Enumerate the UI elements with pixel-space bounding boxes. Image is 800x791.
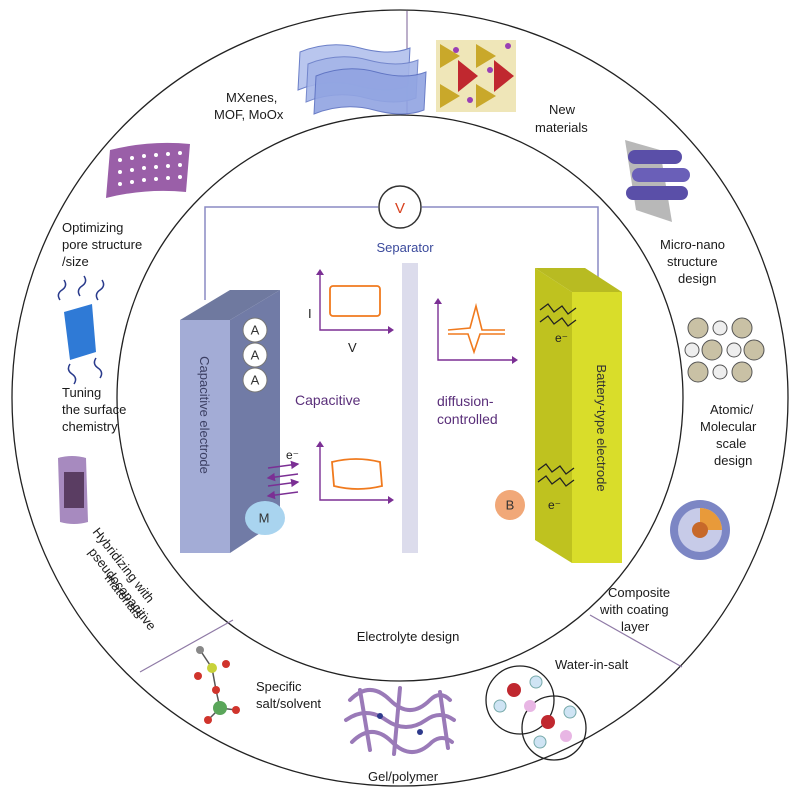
svg-text:B: B	[506, 497, 515, 512]
ion-a-1: A	[242, 317, 268, 343]
mechanism-diffusion-2: controlled	[437, 411, 498, 427]
new-materials-label-1: New	[549, 102, 576, 117]
divider-right-bottom	[589, 614, 683, 668]
salt-label-2: salt/solvent	[256, 696, 321, 711]
outer-ring	[11, 9, 789, 787]
ion-b: B	[495, 490, 525, 520]
separator	[402, 263, 418, 553]
water-in-salt-icon	[485, 665, 587, 761]
micro-nano-label-2: structure	[667, 254, 718, 269]
nanotube-icon	[625, 140, 690, 222]
electron-label-right-bottom: e⁻	[548, 498, 561, 512]
atomic-label-3: scale	[716, 436, 746, 451]
hybrid-sheet-icon	[58, 456, 88, 524]
surface-label-1: Tuning	[62, 385, 101, 400]
battery-electrode: Battery-type electrode	[535, 268, 622, 563]
mxenes-label-2: MOF, MoOx	[214, 107, 284, 122]
atomic-label-4: design	[714, 453, 752, 468]
svg-text:M: M	[259, 510, 270, 525]
new-materials-label-2: materials	[535, 120, 588, 135]
circuit-wire	[204, 206, 378, 300]
core-shell-sphere-icon	[670, 500, 730, 560]
porous-sheet-icon	[106, 142, 190, 198]
electron-label-left: e⁻	[286, 448, 299, 462]
pore-label-3: /size	[62, 254, 89, 269]
electron-zigzag-top	[539, 303, 577, 327]
svg-text:V: V	[395, 200, 405, 217]
electrolyte-design-label: Electrolyte design	[357, 629, 460, 644]
composite-label-3: layer	[621, 619, 650, 634]
electron-zigzag-bottom	[537, 463, 575, 487]
electron-label-right-top: e⁻	[555, 331, 568, 345]
cv-plot-capacitive-bottom	[316, 441, 394, 504]
composite-label-1: Composite	[608, 585, 670, 600]
svg-text:A: A	[251, 322, 260, 337]
mechanism-capacitive: Capacitive	[295, 392, 361, 408]
micro-nano-label-1: Micro-nano	[660, 237, 725, 252]
ion-a-2: A	[242, 342, 268, 368]
atomic-label-2: Molecular	[700, 419, 757, 434]
water-in-salt-label: Water-in-salt	[555, 657, 629, 672]
divider-left-bottom	[139, 619, 234, 673]
composite-label-2: with coating	[599, 602, 669, 617]
atomic-label-1: Atomic/	[710, 402, 754, 417]
pore-label-2: pore structure	[62, 237, 142, 252]
cv-plot-capacitive-top	[316, 269, 394, 334]
ion-m: M	[245, 501, 285, 535]
mxene-sheets-icon	[297, 44, 427, 115]
surface-label-2: the surface	[62, 402, 126, 417]
inner-ring	[116, 114, 684, 682]
atom-grid-icon	[684, 317, 765, 383]
mechanism-diffusion-1: diffusion-	[437, 393, 494, 409]
cv-x-label: V	[348, 340, 357, 355]
gel-polymer-label: Gel/polymer	[368, 769, 439, 784]
svg-text:Capacitive electrode: Capacitive electrode	[197, 356, 212, 474]
ion-a-3: A	[242, 367, 268, 393]
separator-label: Separator	[376, 240, 434, 255]
surface-chemistry-icon	[57, 275, 105, 385]
crystal-lattice-icon	[436, 40, 516, 112]
mxenes-label-1: MXenes,	[226, 90, 277, 105]
electron-arrows-left	[266, 460, 300, 500]
micro-nano-label-3: design	[678, 271, 716, 286]
molecule-icon	[194, 646, 240, 724]
cv-y-label: I	[308, 306, 312, 321]
voltmeter-icon: V	[378, 185, 422, 229]
surface-label-3: chemistry	[62, 419, 118, 434]
salt-label-1: Specific	[256, 679, 302, 694]
cv-plot-diffusion	[434, 298, 518, 364]
pore-label-1: Optimizing	[62, 220, 123, 235]
svg-text:A: A	[251, 347, 260, 362]
circuit-wire-right	[422, 206, 599, 300]
svg-text:Battery-type electrode: Battery-type electrode	[594, 364, 609, 491]
capacitive-electrode: Capacitive electrode	[180, 290, 280, 553]
gel-network-icon	[344, 686, 456, 756]
svg-text:A: A	[251, 372, 260, 387]
